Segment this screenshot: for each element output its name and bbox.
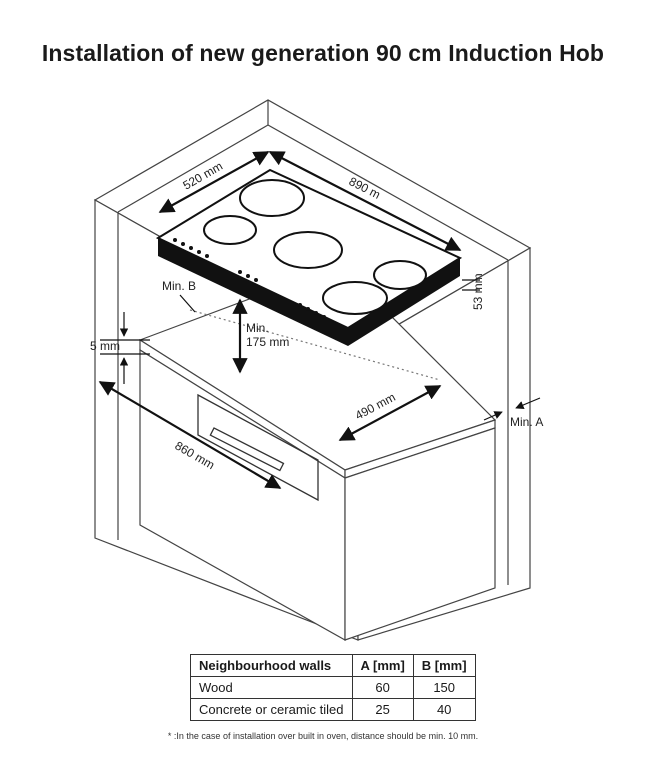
installation-diagram: 890 m 520 mm 53 mm Min. B Min. 175 mm 5 …	[90, 99, 543, 642]
label-5: 5 mm	[90, 339, 120, 353]
cooking-zone-5	[322, 281, 388, 315]
footnote: * :In the case of installation over buil…	[167, 731, 479, 741]
clearance-table: Neighbourhood walls A [mm] B [mm] Wood 6…	[190, 654, 476, 721]
label-min-175-line2: 175 mm	[246, 335, 289, 349]
table-row: Wood 60 150	[190, 676, 476, 699]
control-panel	[173, 238, 326, 319]
label-min-a: Min. A	[510, 415, 543, 429]
cooking-zone-4	[373, 260, 427, 290]
cooking-zone-1	[239, 179, 305, 217]
table-header-row: Neighbourhood walls A [mm] B [mm]	[190, 654, 476, 677]
table-header: B [mm]	[412, 654, 476, 677]
cooking-zone-2	[203, 215, 257, 245]
dim-890-arrow	[268, 151, 462, 251]
table-header: A [mm]	[351, 654, 414, 677]
table-cell: 40	[412, 698, 476, 721]
table-cell: Concrete or ceramic tiled	[190, 698, 353, 721]
table-row: Concrete or ceramic tiled 25 40	[190, 698, 476, 721]
label-min-b: Min. B	[162, 279, 196, 293]
label-min-175-line1: Min.	[246, 321, 269, 335]
dimension-lines	[98, 151, 462, 489]
table-cell: 25	[351, 698, 414, 721]
cooking-zone-3	[273, 231, 343, 269]
label-53: 53 mm	[471, 273, 485, 310]
dim-860-arrow	[98, 381, 282, 489]
table-header: Neighbourhood walls	[190, 654, 353, 677]
dim-520-arrow	[158, 151, 270, 213]
table-cell: Wood	[190, 676, 353, 699]
dim-490-arrow	[338, 385, 442, 441]
table-cell: 60	[351, 676, 414, 699]
min-a-arrow	[483, 411, 503, 421]
page-title: Installation of new generation 90 cm Ind…	[41, 40, 605, 66]
label-890: 890 m	[347, 174, 383, 202]
table-cell: 150	[412, 676, 476, 699]
